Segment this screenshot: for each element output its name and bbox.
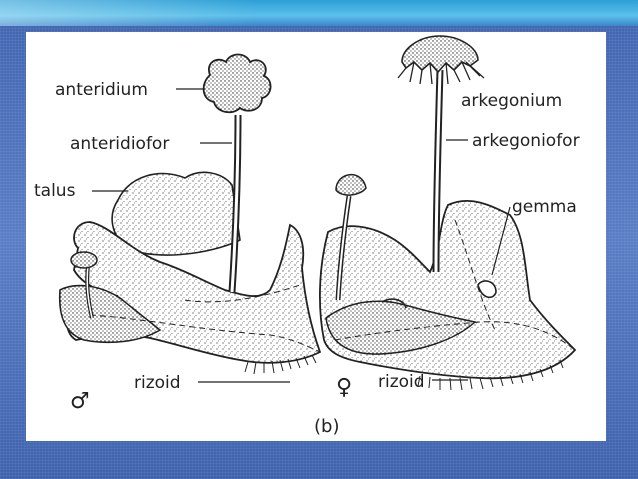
female-symbol: ♀ [336, 375, 352, 400]
label-rizoid-right: rizoid [378, 372, 425, 392]
label-talus: talus [34, 181, 76, 201]
antheridiophore [202, 53, 272, 293]
figure-caption: (b) [314, 416, 339, 437]
male-symbol: ♂ [70, 389, 90, 414]
male-thallus [58, 171, 322, 375]
label-anteridium: anteridium [55, 80, 148, 100]
label-gemma: gemma [512, 197, 577, 217]
female-thallus [319, 200, 577, 391]
leader-lines [92, 61, 511, 383]
archegoniophore [397, 35, 481, 273]
small-female-stalk [335, 173, 367, 301]
label-arkegoniofor: arkegoniofor [472, 131, 580, 151]
label-rizoid-left: rizoid [134, 373, 181, 393]
label-anteridiofor: anteridiofor [70, 134, 169, 154]
slide-top-band [0, 0, 638, 26]
small-male-stalk [70, 251, 98, 319]
label-arkegonium: arkegonium [461, 91, 562, 111]
